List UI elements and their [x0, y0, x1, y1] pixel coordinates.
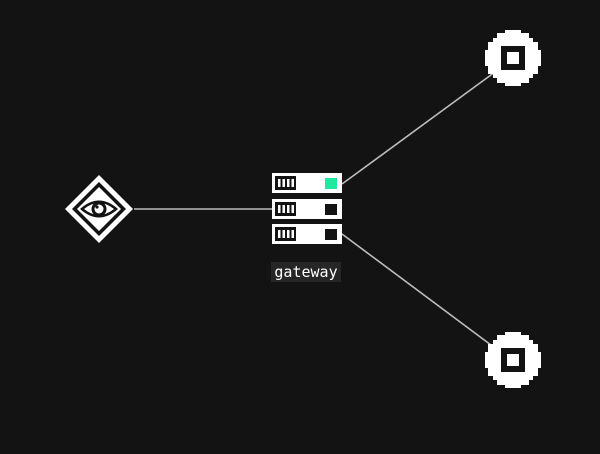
status-led-idle — [325, 229, 337, 240]
server-unit-3 — [272, 224, 342, 244]
chip-icon[interactable] — [485, 30, 541, 86]
gateway-label: gateway — [271, 262, 341, 282]
edge-gateway-target-top — [341, 71, 496, 185]
server-unit-2 — [272, 199, 342, 219]
edges — [134, 71, 496, 349]
server-rack-icon[interactable] — [272, 173, 342, 244]
edge-gateway-target-bottom — [341, 233, 496, 349]
status-led-active — [325, 178, 337, 189]
chip-icon[interactable] — [485, 332, 541, 388]
status-led-idle — [325, 204, 337, 215]
server-unit-1 — [272, 173, 342, 193]
eye-diamond-icon[interactable] — [65, 175, 133, 243]
